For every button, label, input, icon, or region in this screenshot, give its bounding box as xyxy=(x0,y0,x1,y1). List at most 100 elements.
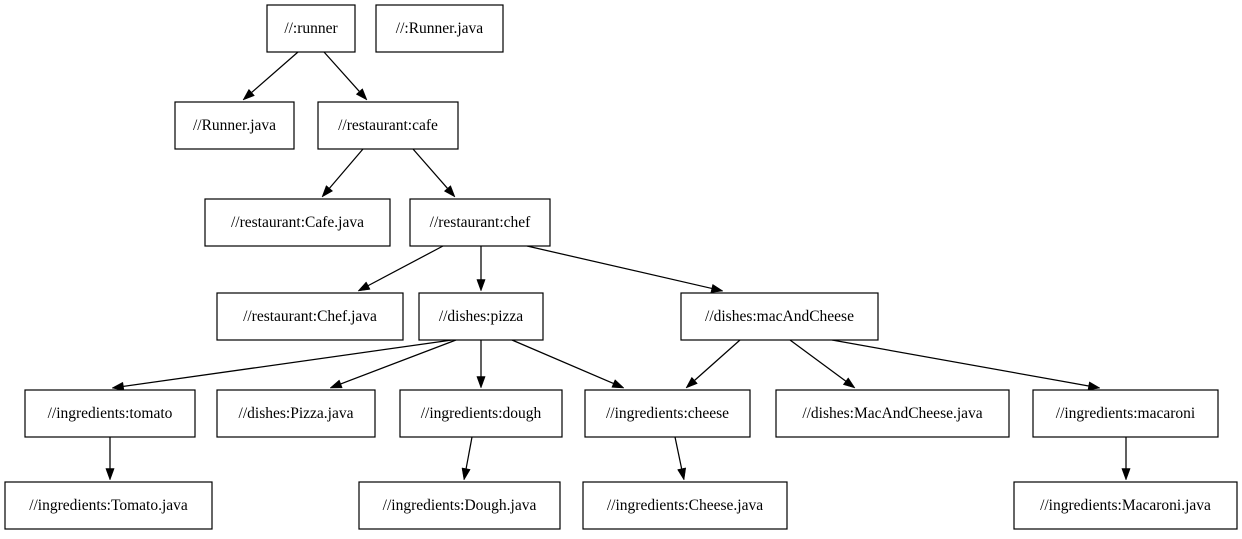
edge-line xyxy=(340,339,457,385)
edge-macandcheese-to-macandcheese_java xyxy=(789,339,856,389)
edge-pizza-to-dough xyxy=(476,340,486,389)
edge-cafe-to-cafe_java xyxy=(321,148,364,198)
edge-cheese-to-cheese_java xyxy=(674,436,687,481)
node-cheese[interactable]: //ingredients:cheese xyxy=(584,389,751,438)
node-dough_java[interactable]: //ingredients:Dough.java xyxy=(358,481,561,530)
node-label: //ingredients:macaroni xyxy=(1056,405,1196,422)
edge-macandcheese-to-cheese xyxy=(685,339,741,389)
node-box[interactable] xyxy=(680,292,879,341)
edge-arrowhead xyxy=(1087,381,1101,391)
edge-arrowhead xyxy=(1121,468,1131,481)
node-label: //restaurant:Cafe.java xyxy=(231,214,364,231)
node-label: //:runner xyxy=(284,20,338,37)
node-dough[interactable]: //ingredients:dough xyxy=(399,389,563,438)
edge-arrowhead xyxy=(242,88,255,101)
node-box[interactable] xyxy=(418,292,544,341)
node-box[interactable] xyxy=(409,198,551,247)
node-label: //restaurant:cafe xyxy=(338,117,438,134)
node-box[interactable] xyxy=(216,292,404,341)
node-box[interactable] xyxy=(775,389,1010,438)
node-chef[interactable]: //restaurant:chef xyxy=(409,198,551,247)
edge-line xyxy=(367,245,444,287)
node-box[interactable] xyxy=(584,389,751,438)
node-box[interactable] xyxy=(216,389,376,438)
node-macandcheese_java[interactable]: //dishes:MacAndCheese.java xyxy=(775,389,1010,438)
edge-arrowhead xyxy=(685,376,698,389)
edge-pizza-to-tomato xyxy=(111,339,453,391)
node-cheese_java[interactable]: //ingredients:Cheese.java xyxy=(582,481,788,530)
edge-dough-to-dough_java xyxy=(461,436,473,481)
edge-macaroni-to-macaroni_java xyxy=(1121,437,1131,481)
node-label: //ingredients:Macaroni.java xyxy=(1040,497,1211,514)
node-label: //ingredients:tomato xyxy=(48,405,173,422)
node-box[interactable] xyxy=(582,481,788,530)
edge-arrowhead xyxy=(710,283,724,293)
node-cafe[interactable]: //restaurant:cafe xyxy=(317,101,459,150)
node-tomato[interactable]: //ingredients:tomato xyxy=(24,389,196,438)
edge-arrowhead xyxy=(357,281,371,292)
edge-arrowhead xyxy=(111,381,125,391)
node-box[interactable] xyxy=(24,389,196,438)
node-layer: //:runner //:Runner.java //Runner.java //re… xyxy=(4,4,1238,530)
node-macandcheese[interactable]: //dishes:macAndCheese xyxy=(680,292,879,341)
node-label: //dishes:pizza xyxy=(439,308,523,325)
node-chef_java[interactable]: //restaurant:Chef.java xyxy=(216,292,404,341)
node-runner[interactable]: //:runner xyxy=(266,4,356,53)
node-box[interactable] xyxy=(375,4,504,53)
node-box[interactable] xyxy=(266,4,356,53)
edge-line xyxy=(465,436,473,469)
node-cafe_java[interactable]: //restaurant:Cafe.java xyxy=(204,198,391,247)
node-label: //ingredients:Tomato.java xyxy=(29,497,188,514)
edge-pizza-to-cheese xyxy=(511,339,625,389)
node-macaroni_java[interactable]: //ingredients:Macaroni.java xyxy=(1013,481,1238,530)
node-label: //ingredients:dough xyxy=(421,405,542,422)
edge-line xyxy=(694,339,741,381)
edge-cafe-to-chef xyxy=(412,148,456,198)
node-box[interactable] xyxy=(399,389,563,438)
edge-macandcheese-to-macaroni xyxy=(831,339,1101,391)
node-pizza_java[interactable]: //dishes:Pizza.java xyxy=(216,389,376,438)
edge-line xyxy=(831,339,1089,387)
node-label: //dishes:macAndCheese xyxy=(705,308,854,325)
node-box[interactable] xyxy=(1013,481,1238,530)
edge-arrowhead xyxy=(677,467,687,481)
edge-arrowhead xyxy=(476,279,486,292)
node-box[interactable] xyxy=(174,101,295,150)
node-label: //restaurant:Chef.java xyxy=(243,308,377,325)
edge-runner-to-cafe xyxy=(323,51,368,101)
edge-layer xyxy=(105,51,1131,481)
node-label: //ingredients:cheese xyxy=(606,405,729,422)
edge-chef-to-macandcheese xyxy=(526,245,724,293)
node-box[interactable] xyxy=(1032,389,1219,438)
node-label: //:Runner.java xyxy=(396,20,484,37)
edge-line xyxy=(674,436,683,469)
node-tomato_java[interactable]: //ingredients:Tomato.java xyxy=(4,481,213,530)
node-runner_java_root[interactable]: //:Runner.java xyxy=(375,4,504,53)
edge-line xyxy=(328,148,364,189)
edge-chef-to-chef_java xyxy=(357,245,444,292)
node-box[interactable] xyxy=(4,481,213,530)
edge-line xyxy=(412,148,448,189)
edge-chef-to-pizza xyxy=(476,246,486,292)
edge-arrowhead xyxy=(842,377,856,389)
edge-arrowhead xyxy=(321,185,334,198)
node-macaroni[interactable]: //ingredients:macaroni xyxy=(1032,389,1219,438)
node-box[interactable] xyxy=(317,101,459,150)
edge-arrowhead xyxy=(355,88,368,101)
node-label: //Runner.java xyxy=(193,117,276,134)
node-label: //restaurant:chef xyxy=(430,214,532,231)
edge-arrowhead xyxy=(105,468,115,481)
node-box[interactable] xyxy=(204,198,391,247)
edge-line xyxy=(526,245,712,290)
node-label: //dishes:MacAndCheese.java xyxy=(802,405,982,422)
node-box[interactable] xyxy=(358,481,561,530)
node-runner_java[interactable]: //Runner.java xyxy=(174,101,295,150)
node-label: //ingredients:Dough.java xyxy=(383,497,537,514)
edge-pizza-to-pizza_java xyxy=(329,339,457,389)
edge-line xyxy=(789,339,847,382)
edge-line xyxy=(511,339,614,385)
node-pizza[interactable]: //dishes:pizza xyxy=(418,292,544,341)
edge-line xyxy=(323,51,360,92)
